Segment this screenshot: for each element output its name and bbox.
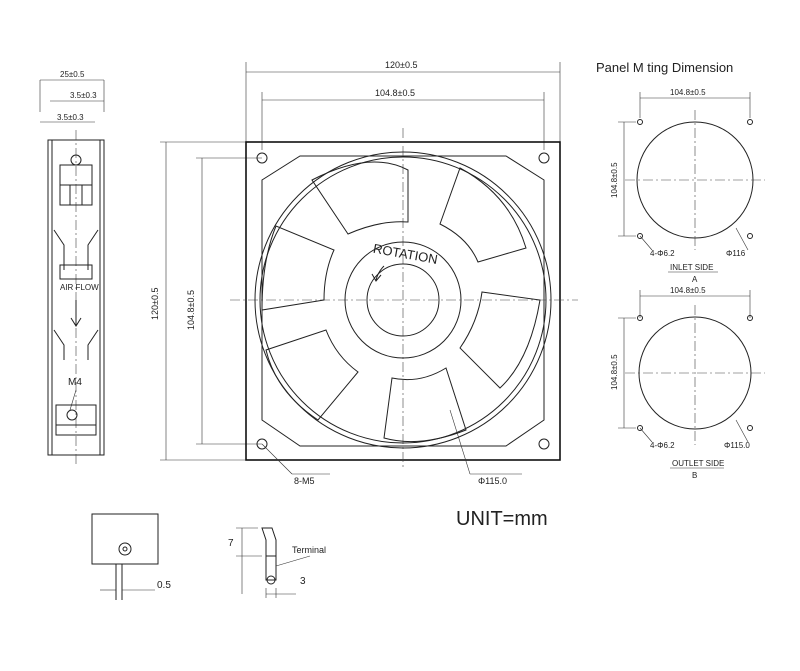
outlet-width: 104.8±0.5 (670, 286, 706, 295)
fan-blades (261, 161, 541, 443)
terminal-label: Terminal (292, 545, 326, 555)
outlet-diameter: Φ115.0 (724, 441, 750, 450)
inlet-width: 104.8±0.5 (670, 88, 706, 97)
side-width-b: 3.5±0.3 (57, 113, 84, 122)
terminal-detail: 0.5 7 Terminal 3 (91, 513, 326, 600)
outlet-holes: 4-Φ6.2 (650, 441, 675, 450)
front-height-holes: 104.8±0.5 (186, 290, 196, 330)
mount-hole-tr (538, 152, 550, 164)
inlet-panel: 104.8±0.5 104.8±0.5 4-Φ6.2 Φ116 INLET SI… (610, 88, 765, 284)
front-height-outer: 120±0.5 (150, 288, 160, 320)
front-view: 120±0.5 104.8±0.5 120±0.5 104.8±0.5 (150, 60, 578, 486)
mount-holes-label: 8-M5 (294, 476, 315, 486)
mount-hole-bl (256, 438, 268, 450)
screw-label: M4 (68, 377, 82, 388)
panel-title: Panel M ting Dimension (596, 60, 733, 75)
terminal-width: 3 (300, 576, 306, 587)
mount-hole-br (538, 438, 550, 450)
side-width-a: 3.5±0.3 (70, 91, 97, 100)
unit-label: UNIT=mm (456, 508, 548, 530)
outlet-height: 104.8±0.5 (610, 354, 619, 390)
air-flow-label: AIR FLOW (60, 283, 99, 292)
front-width-holes: 104.8±0.5 (375, 88, 415, 98)
inlet-height: 104.8±0.5 (610, 162, 619, 198)
side-width-total: 25±0.5 (60, 70, 85, 79)
outlet-letter: B (692, 471, 697, 480)
inlet-holes: 4-Φ6.2 (650, 249, 675, 258)
panel-mounting: Panel M ting Dimension 104.8±0.5 104.8±0… (596, 60, 765, 480)
rotation-label: ROTATION (372, 241, 439, 267)
front-width-outer: 120±0.5 (385, 60, 417, 70)
mount-hole-tl (256, 152, 268, 164)
terminal-thickness: 0.5 (157, 580, 171, 591)
terminal-height: 7 (228, 538, 234, 549)
inlet-diameter: Φ116 (726, 249, 746, 258)
side-view: 25±0.5 3.5±0.3 3.5±0.3 AIR FLOW M4 (39, 70, 105, 465)
blade-diameter-label: Φ115.0 (478, 476, 507, 486)
outlet-panel: 104.8±0.5 104.8±0.5 4-Φ6.2 Φ115.0 OUTLET… (610, 286, 765, 480)
inlet-side-label: INLET SIDE (670, 263, 713, 272)
inlet-letter: A (692, 275, 698, 284)
outlet-side-label: OUTLET SIDE (672, 459, 724, 468)
